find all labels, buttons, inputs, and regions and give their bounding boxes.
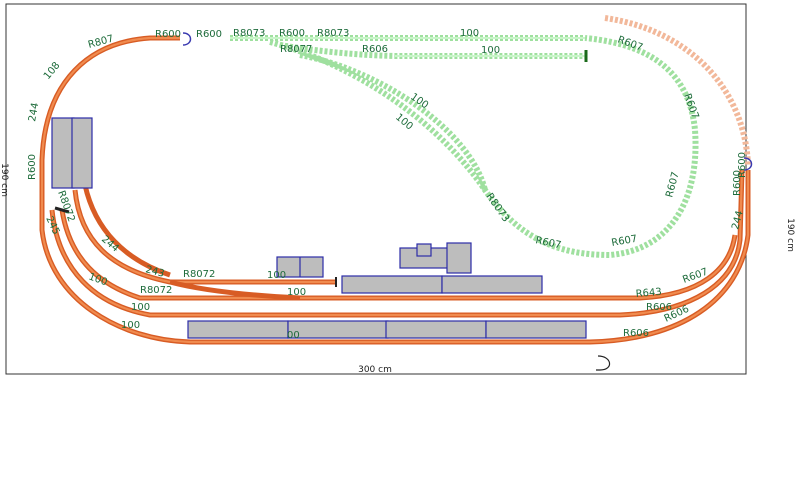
label-r8072: R8072: [183, 269, 215, 280]
label-244-r: 244: [730, 209, 746, 230]
building-left-wing: [71, 117, 93, 189]
platform-lower-4: [485, 320, 587, 339]
label-244-left: 244: [27, 102, 41, 123]
label-r643: R643: [635, 287, 662, 300]
end-loop-icon-right: [743, 157, 753, 171]
height-dimension-left: 190 cm: [0, 163, 9, 197]
label-00: 00: [287, 330, 300, 341]
label-r606-a: R606: [646, 302, 672, 313]
label-r600-a: R600: [155, 29, 181, 40]
label-r600-r2: R600: [737, 152, 748, 178]
building-factory-tower: [446, 242, 472, 274]
label-r600-r: R600: [732, 170, 743, 196]
label-r8077: R8077: [280, 44, 312, 55]
platform-lower-1: [187, 320, 289, 339]
end-loop-icon: [182, 32, 192, 46]
label-r8073-b: R8073: [317, 28, 349, 39]
label-r606-top: R606: [362, 44, 388, 55]
label-100-l4: 100: [131, 302, 150, 313]
platform-lower-3: [385, 320, 487, 339]
height-dimension-right: 190 cm: [785, 218, 795, 252]
u-turn-icon: [596, 355, 611, 371]
planned-curve-top-right: [604, 15, 751, 166]
upper-level-tracks: [230, 35, 699, 259]
width-dimension: 300 cm: [358, 365, 392, 375]
label-100-top: 100: [460, 28, 479, 39]
label-r606-b: R606: [623, 328, 649, 339]
buildings: [51, 117, 587, 339]
label-100-top2: 100: [481, 45, 500, 56]
label-r8073-a: R8073: [233, 28, 265, 39]
label-100-l5: 100: [121, 320, 140, 331]
baseboard-outline: [5, 3, 747, 375]
platform-upper-right: [441, 275, 543, 294]
label-r8072-b: R8072: [140, 285, 172, 296]
label-r607-bot1: R607: [534, 235, 562, 251]
label-r600-b: R600: [196, 29, 222, 40]
main-level-tracks: [39, 35, 751, 345]
building-left-tall: [51, 117, 75, 189]
label-243: 243: [144, 264, 165, 280]
building-factory-top: [416, 243, 432, 257]
label-r600-c: R600: [279, 28, 305, 39]
platform-upper-left: [341, 275, 443, 294]
label-100-mid2: 100: [287, 287, 306, 298]
platform-lower-2: [287, 320, 389, 339]
label-r600-left: R600: [27, 154, 38, 180]
label-100-mid: 100: [267, 270, 286, 281]
label-r607-bot2: R607: [611, 234, 639, 249]
